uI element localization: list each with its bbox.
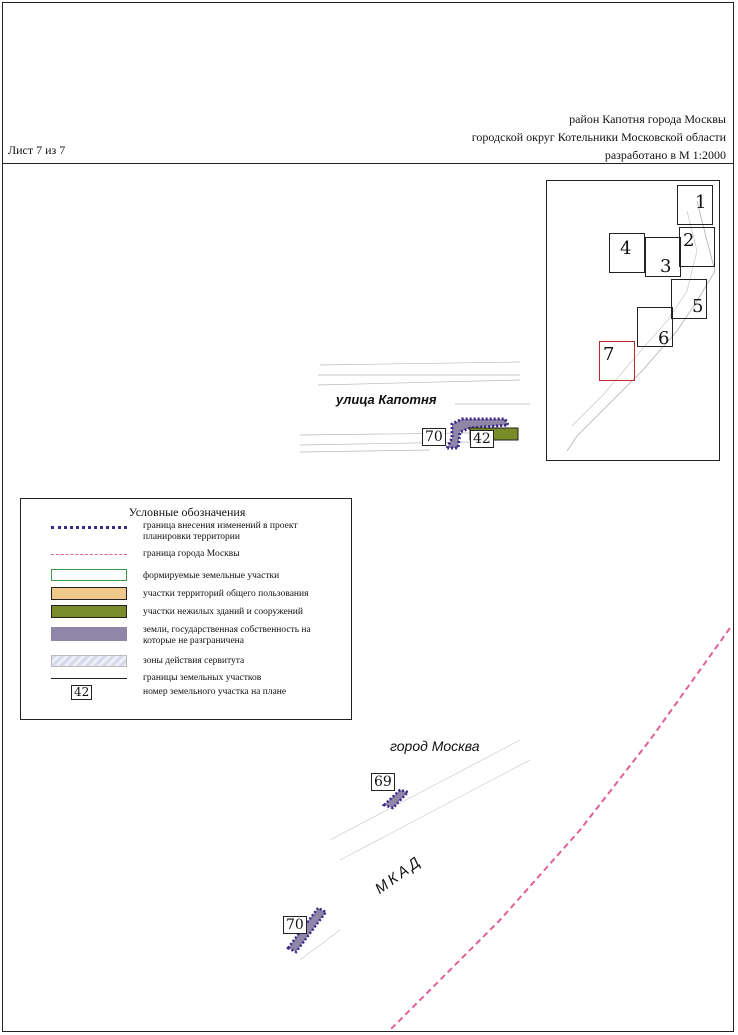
moscow-boundary	[389, 627, 731, 1031]
forming-parcels-swatch	[51, 569, 127, 581]
parcel-number-42: 42	[470, 430, 494, 448]
legend-text: границы земельных участков	[143, 673, 262, 683]
legend-title: Условные обозначения	[128, 505, 246, 519]
legend: Условные обозначения граница внесения из…	[20, 498, 352, 720]
non-residential-swatch	[51, 605, 127, 618]
road-annotations	[299, 739, 531, 961]
sample-parcel-number: 42	[71, 685, 93, 700]
sheet-label: Лист 7 из 7	[8, 143, 66, 157]
sheet-number: 1	[695, 192, 707, 213]
state-land-swatch	[51, 627, 127, 641]
sheet-number: 4	[620, 238, 632, 259]
sheet-index-map: 1 2 3 4 5 6 7	[546, 180, 720, 461]
legend-text: граница внесения изменений в проект план…	[143, 521, 298, 542]
legend-text: зоны действия сервитута	[143, 656, 245, 666]
moscow-boundary-swatch	[51, 554, 127, 555]
sheet-box-2[interactable]: 2	[679, 227, 715, 267]
header-district: район Капотня города Москвы	[569, 112, 726, 126]
public-use-swatch	[51, 587, 127, 600]
header-divider	[2, 163, 734, 164]
legend-text: участки территорий общего пользования	[143, 589, 309, 599]
legend-text: участки нежилых зданий и сооружений	[143, 607, 303, 617]
sheet-box-7-current[interactable]: 7	[599, 341, 635, 381]
street-name-label: улица Капотня	[336, 392, 437, 407]
header-district-2: городской округ Котельники Московской об…	[471, 130, 726, 144]
sheet-number: 2	[683, 230, 695, 251]
city-name-label: город Москва	[390, 738, 480, 754]
parcel-number-69: 69	[371, 773, 395, 791]
parcel-70-lower	[286, 906, 328, 954]
header-scale: разработано в М 1:2000	[604, 148, 726, 162]
sheet-number: 3	[660, 256, 672, 277]
sheet-number: 6	[658, 328, 670, 349]
parcel-70-upper	[444, 417, 511, 450]
legend-text: номер земельного участка на плане	[143, 687, 287, 697]
legend-text: земли, государственная собственность на …	[143, 625, 311, 646]
sheet-box-1[interactable]: 1	[677, 185, 713, 225]
sheet-number: 7	[603, 344, 615, 365]
servitude-swatch	[51, 655, 127, 667]
sheet-box-6[interactable]: 6	[637, 307, 673, 349]
change-boundary-swatch	[51, 526, 127, 529]
sheet-number: 5	[692, 296, 704, 317]
legend-text: граница города Москвы	[143, 549, 240, 559]
legend-text: формируемые земельные участки	[143, 571, 280, 581]
parcel-boundary-swatch	[51, 678, 127, 679]
parcel-number-70-upper: 70	[422, 428, 446, 446]
sheet-box-5[interactable]: 5	[671, 279, 707, 319]
parcel-number-70-lower: 70	[283, 916, 307, 934]
parcel-69	[381, 788, 411, 810]
sheet-box-3[interactable]: 3	[645, 237, 681, 277]
sheet-index-lines	[566, 200, 716, 452]
sheet-box-4[interactable]: 4	[609, 233, 645, 273]
